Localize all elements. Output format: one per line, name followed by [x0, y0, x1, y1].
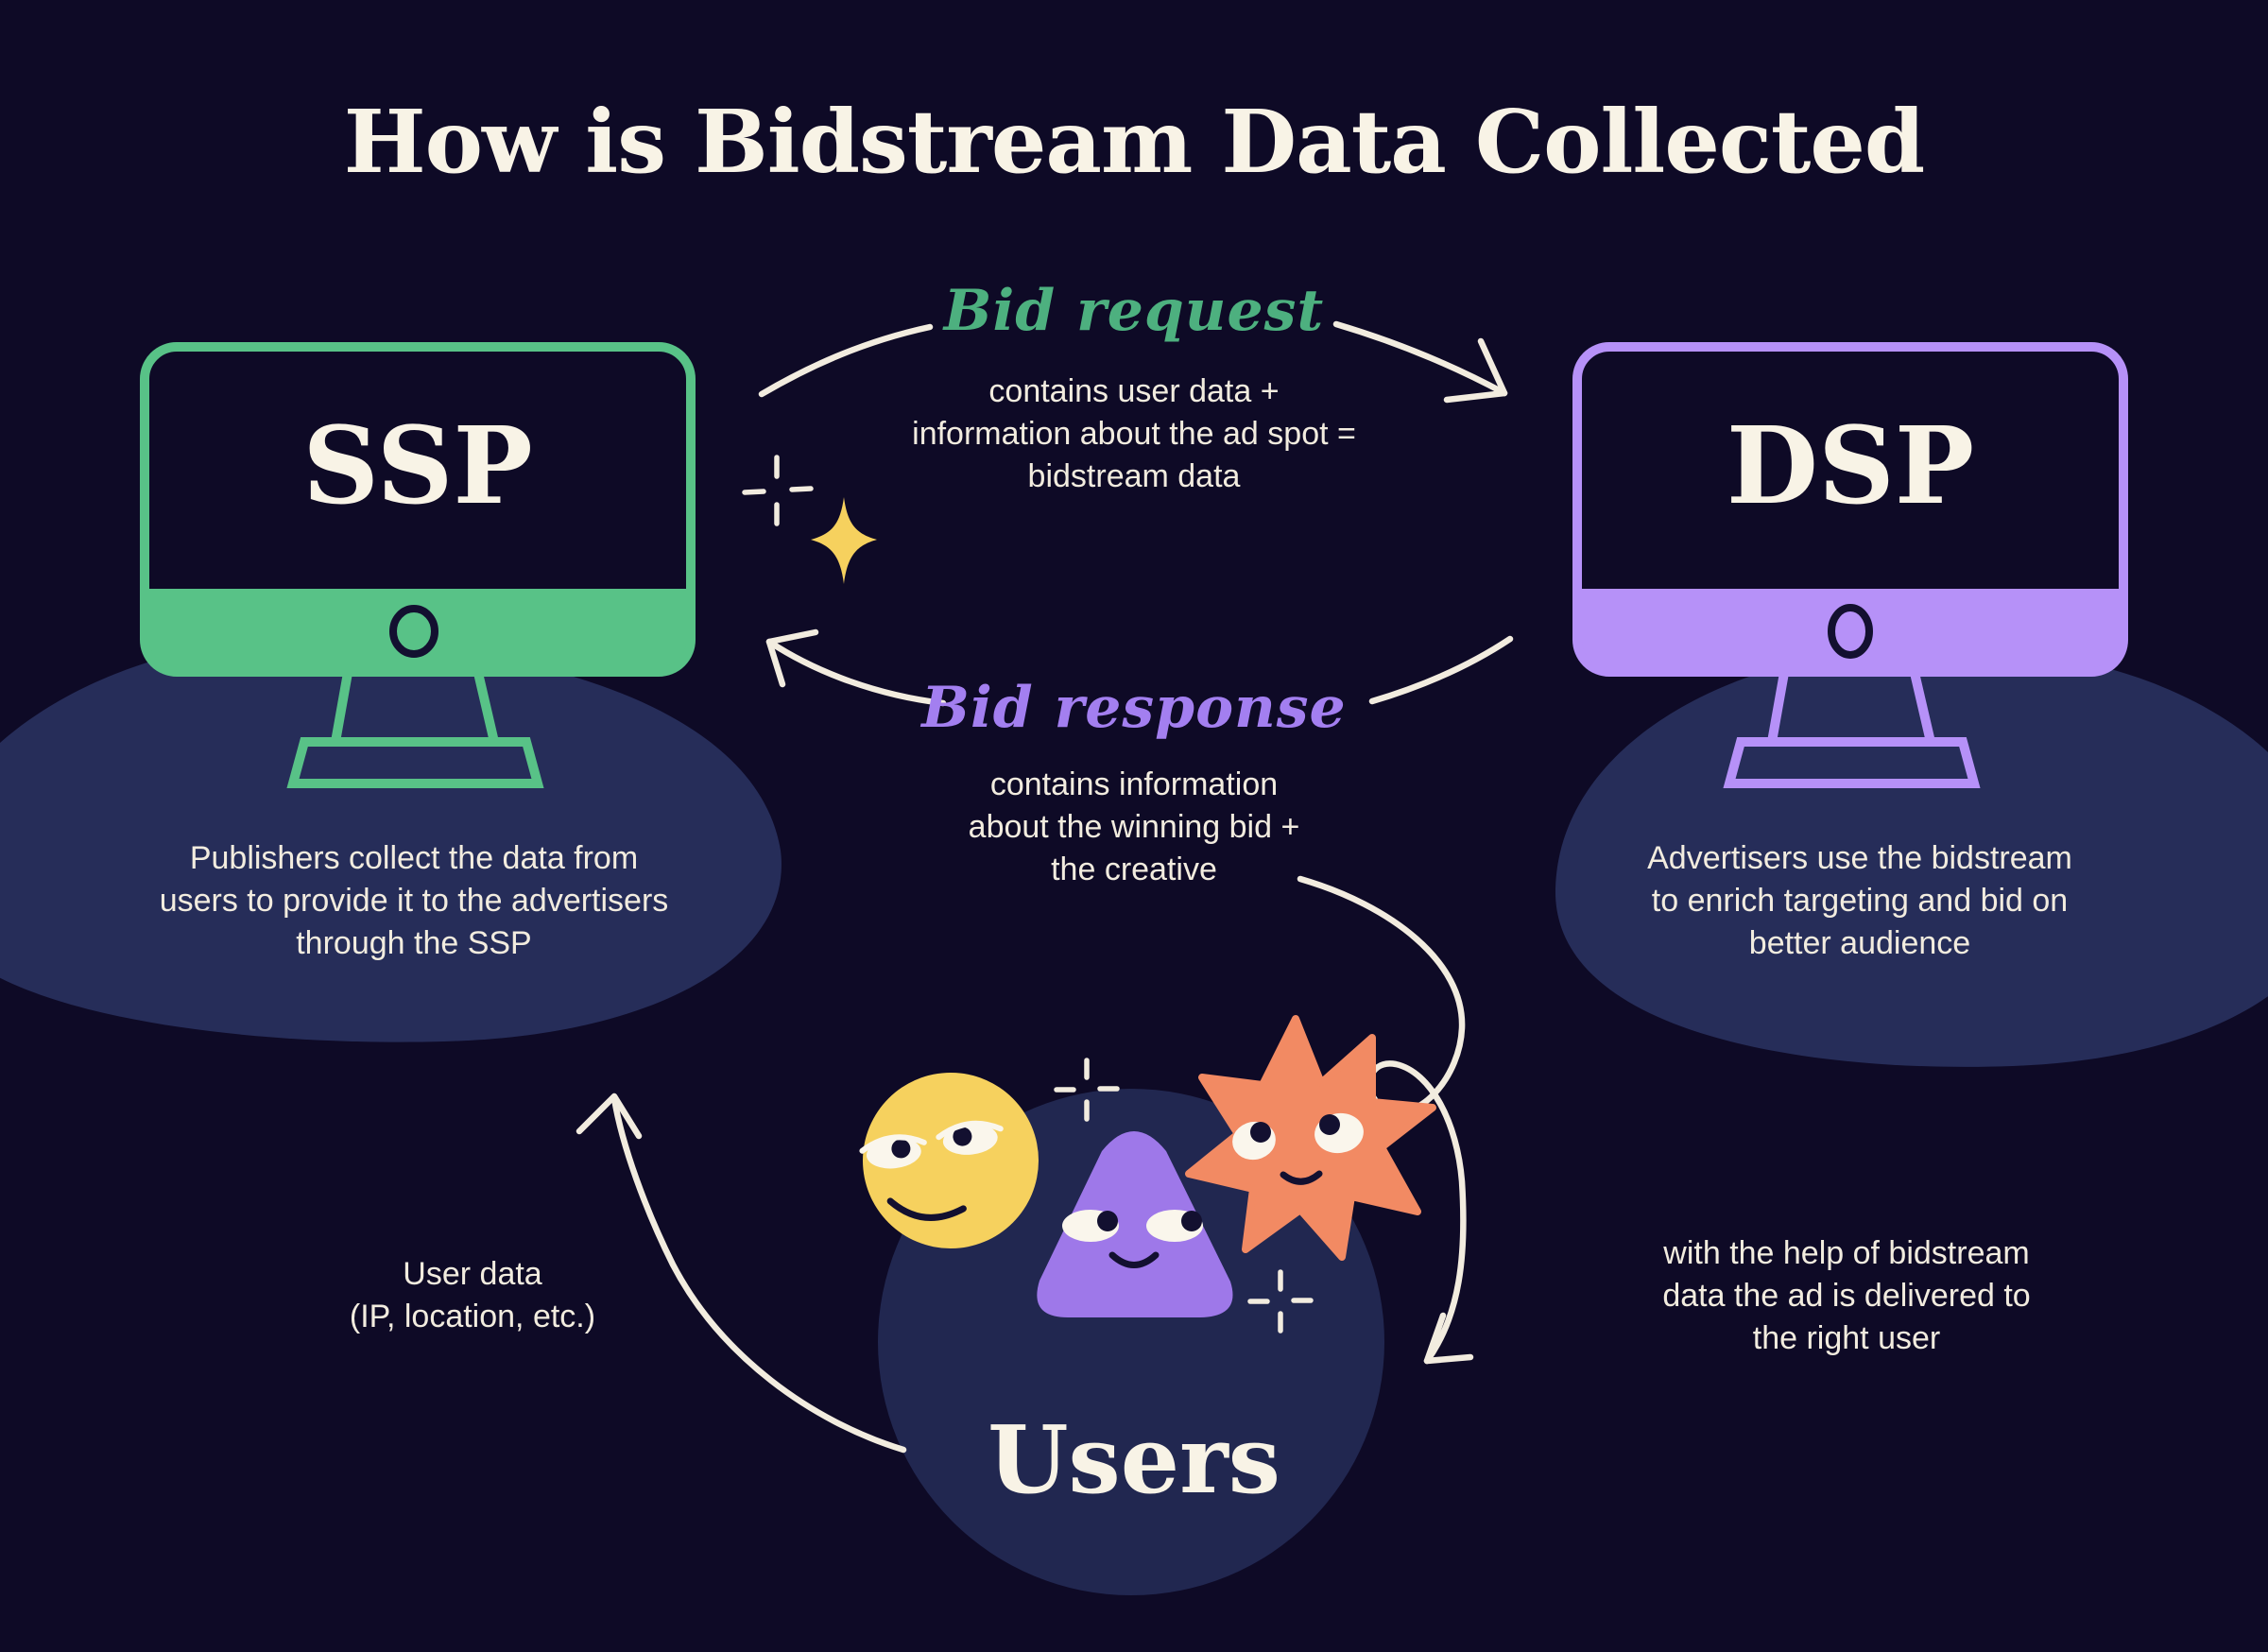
ssp-description-line: through the SSP [296, 925, 532, 961]
dsp-description-line: Advertisers use the bidstream [1647, 840, 2072, 876]
bid-response-description: contains information about the winning b… [756, 764, 1512, 891]
dsp-description: Advertisers use the bidstream to enrich … [1557, 837, 2162, 965]
user-data-arrow [576, 1093, 907, 1454]
user-star-character [1185, 1015, 1436, 1261]
star-sparkle-icon [811, 497, 877, 584]
dsp-description-line: to enrich targeting and bid on [1651, 883, 2069, 919]
dsp-node-label: DSP [1726, 404, 1975, 528]
ssp-background-blob [0, 638, 782, 1042]
user-data-line: User data [403, 1256, 542, 1292]
dsp-monitor-icon [1572, 342, 2128, 788]
ad-delivery-line: with the help of bidstream [1663, 1235, 2030, 1271]
plus-sparkle-icon [1247, 1269, 1314, 1334]
ad-delivery-line: the right user [1752, 1320, 1941, 1356]
bid-response-label: Bid response [921, 675, 1347, 741]
bid-response-description-line: the creative [1051, 852, 1217, 887]
ad-delivery-annotation: with the help of bidstream data the ad i… [1544, 1232, 2149, 1360]
bid-request-arrow [758, 320, 1508, 404]
ssp-monitor-icon [140, 342, 696, 788]
dsp-description-line: better audience [1748, 925, 1971, 961]
bid-request-description-line: contains user data + [988, 373, 1280, 409]
user-face-character [859, 1073, 1039, 1248]
bid-request-description-line: bidstream data [1027, 458, 1241, 494]
ad-delivery-line: data the ad is delivered to [1662, 1278, 2031, 1314]
bid-request-label: Bid request [943, 278, 1325, 344]
plus-sparkle-icon [742, 455, 814, 526]
ssp-description: Publishers collect the data from users t… [112, 837, 716, 965]
user-data-line: (IP, location, etc.) [349, 1299, 596, 1334]
bid-request-description: contains user data + information about t… [756, 370, 1512, 498]
bid-request-description-line: information about the ad spot = [912, 416, 1356, 452]
ssp-description-line: users to provide it to the advertisers [159, 883, 669, 919]
bid-response-description-line: contains information [989, 766, 1279, 802]
page-title: How is Bidstream Data Collected [343, 91, 1926, 193]
plus-sparkle-icon [1054, 1058, 1120, 1122]
bid-response-arrow [765, 628, 1514, 707]
ssp-description-line: Publishers collect the data from [189, 840, 639, 876]
bid-response-description-line: about the winning bid + [968, 809, 1300, 845]
users-node-label: Users [988, 1406, 1280, 1515]
user-data-annotation: User data (IP, location, etc.) [236, 1253, 709, 1338]
user-triangle-character [1037, 1131, 1233, 1317]
ssp-node-label: SSP [302, 404, 533, 528]
